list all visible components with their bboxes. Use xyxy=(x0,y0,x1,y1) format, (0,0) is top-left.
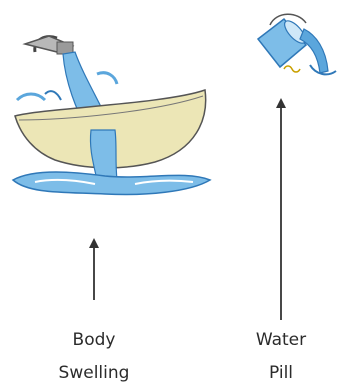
label-line: Swelling xyxy=(40,357,148,390)
label-line: Water xyxy=(232,324,330,357)
water-bucket-pouring-icon xyxy=(250,5,340,85)
arrow-up-water-pill xyxy=(273,98,289,322)
label-line: Body xyxy=(40,324,148,357)
label-line: Pill xyxy=(232,357,330,390)
bathtub-overflowing-icon xyxy=(5,30,220,200)
arrow-up-body-swelling xyxy=(86,238,102,302)
label-body-swelling: Body Swelling xyxy=(40,324,148,390)
label-water-pill: Water Pill xyxy=(232,324,330,390)
